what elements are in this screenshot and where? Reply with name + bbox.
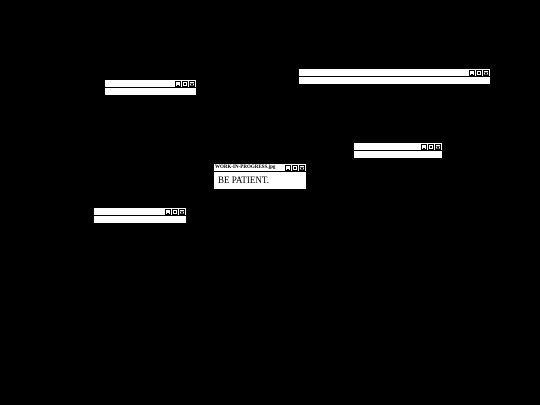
window-body <box>94 216 186 223</box>
minimize-icon[interactable] <box>469 70 475 76</box>
maximize-icon[interactable] <box>172 209 178 215</box>
window-body: BE PATIENT. <box>214 172 306 189</box>
window-top-left[interactable] <box>105 80 196 95</box>
window-titlebar[interactable]: WORK-IN-PROGRESS.jpg <box>214 164 306 172</box>
maximize-icon[interactable] <box>292 165 298 171</box>
window-work-in-progress[interactable]: WORK-IN-PROGRESS.jpg BE PATIENT. <box>214 164 306 189</box>
window-titlebar[interactable] <box>354 143 442 151</box>
window-titlebar[interactable] <box>105 80 196 88</box>
window-controls <box>165 209 185 215</box>
window-body <box>105 88 196 95</box>
close-icon[interactable] <box>435 144 441 150</box>
window-middle-right[interactable] <box>354 143 442 158</box>
minimize-icon[interactable] <box>421 144 427 150</box>
window-body <box>299 77 490 84</box>
maximize-icon[interactable] <box>182 81 188 87</box>
close-icon[interactable] <box>299 165 305 171</box>
minimize-icon[interactable] <box>285 165 291 171</box>
close-icon[interactable] <box>189 81 195 87</box>
window-bottom-left[interactable] <box>94 208 186 223</box>
window-controls <box>469 70 489 76</box>
window-controls <box>421 144 441 150</box>
minimize-icon[interactable] <box>165 209 171 215</box>
minimize-icon[interactable] <box>175 81 181 87</box>
window-top-right[interactable] <box>299 69 490 84</box>
close-icon[interactable] <box>179 209 185 215</box>
maximize-icon[interactable] <box>476 70 482 76</box>
window-message: BE PATIENT. <box>218 175 270 185</box>
window-titlebar[interactable] <box>299 69 490 77</box>
close-icon[interactable] <box>483 70 489 76</box>
maximize-icon[interactable] <box>428 144 434 150</box>
window-controls <box>285 165 305 171</box>
window-title: WORK-IN-PROGRESS.jpg <box>215 165 276 170</box>
window-body <box>354 151 442 158</box>
window-titlebar[interactable] <box>94 208 186 216</box>
window-controls <box>175 81 195 87</box>
